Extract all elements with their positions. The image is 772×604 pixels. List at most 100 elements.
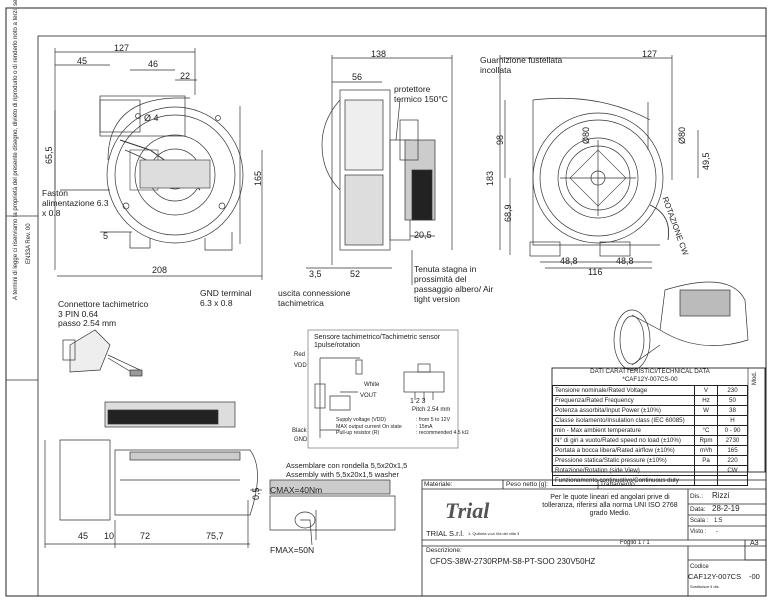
tech-table-title: DATI CARATTERISTICI/TECHNICAL DATA <box>590 368 710 375</box>
rear-view-drawing <box>499 55 699 269</box>
cmax-label: CMAX=40Nm <box>270 485 323 495</box>
tech-row-value: 38 <box>717 405 748 416</box>
tech-row-value: H <box>717 415 748 426</box>
connector-title: Connettore tachimetrico <box>58 299 149 309</box>
tech-row-unit: V <box>694 385 718 396</box>
dim-rear-d80a: Ø80 <box>581 126 591 144</box>
fmax-label: FMAX=50N <box>270 545 315 555</box>
tach-connector-drawing <box>62 329 143 377</box>
dim-bottom-10: 10 <box>104 531 115 541</box>
company-name: TRIAL S.r.l. <box>426 529 465 538</box>
dim-front-45: 45 <box>77 56 88 66</box>
dim-rear-d80b: Ø80 <box>677 126 687 144</box>
code-value: CAF12Y-007CS <box>688 572 742 581</box>
sensor-subtitle: 1pulse/rotation <box>314 342 360 349</box>
description-label: Descrizione: <box>426 547 462 554</box>
tech-row-label: Classe isolamento/Insulation class (IEC … <box>552 415 695 426</box>
dim-front-46: 46 <box>148 59 159 69</box>
tech-row-label: Rotazione/Rotation (side View) <box>552 465 695 476</box>
assembly-drawing <box>44 401 262 548</box>
dim-front-5: 5 <box>103 231 109 241</box>
dim-front-127: 127 <box>114 43 130 53</box>
dim-side-56: 56 <box>352 72 363 82</box>
treatment-label: Trattamento: <box>600 481 637 488</box>
tech-row-unit: Hz <box>694 395 718 406</box>
washer-note-en: Assembly with 5,5x20x1,5 washer <box>286 470 399 479</box>
tech-row-value: 220 <box>717 455 748 466</box>
tach-cable-label: uscita connessione tachimetrica <box>278 288 351 308</box>
sheet-format: A3 <box>750 540 759 547</box>
tech-table-row: Rotazione/Rotation (side View) CW <box>552 465 748 476</box>
wire-white: White <box>364 382 380 388</box>
front-view-drawing <box>54 48 263 280</box>
revision-value: -00 <box>749 572 760 581</box>
sensor-pitch: Pitch 2.54 mm <box>412 407 451 413</box>
dim-front-208: 208 <box>152 265 168 275</box>
tech-row-label: Portata a bocca libera/Rated airflow (±1… <box>552 445 695 456</box>
sensor-title: Sensore tachimetrico/Tachimetric sensor <box>314 334 441 341</box>
date-label: Data: <box>690 506 706 513</box>
tech-table-row: Portata a bocca libera/Rated airflow (±1… <box>552 445 748 456</box>
dim-side-138: 138 <box>371 49 387 59</box>
tech-row-value <box>717 475 748 486</box>
sensor-specs: Supply voltage (VDD): from 5 to 12V MAX … <box>336 417 469 437</box>
dim-rear-68-9: 68,9 <box>503 204 513 222</box>
faston-label: Faston alimentazione 6.3 x 0.8 <box>42 188 109 218</box>
dim-front-65-5: 65,5 <box>44 146 54 164</box>
tech-row-unit: °C <box>694 425 718 436</box>
dim-rear-49-5: 49,5 <box>701 152 711 170</box>
tech-row-label: Frequenza/Rated Frequency <box>552 395 695 406</box>
tech-table-row: Funzionamento continuativo/Continuous du… <box>552 475 748 486</box>
spec-row: MAX output current On state: 15mA <box>336 423 433 430</box>
dim-rear-48-8a: 48,8 <box>560 256 578 266</box>
tech-row-unit <box>694 475 718 486</box>
washer-note-it: Assemblare con rondella 5,5x20x1,5 <box>286 461 408 470</box>
dim-rear-127: 127 <box>642 49 658 59</box>
dim-bottom-72: 72 <box>140 531 151 541</box>
company-address: 1, Quitoria v.ca Via del villa 3 <box>468 531 520 536</box>
tolerance-note: Per le quote lineari ed angolari prive d… <box>542 494 678 517</box>
sensor-box-drawing <box>307 329 459 449</box>
trial-logo: Trial <box>445 498 490 523</box>
dis-label: Dis.: <box>690 493 703 500</box>
tech-table-mod: Mod. <box>752 371 758 385</box>
spec-row: Supply voltage (VDD): from 5 to 12V <box>336 417 451 423</box>
sensor-pins: 1 2 3 <box>410 398 426 405</box>
dim-front-165: 165 <box>253 170 263 186</box>
visto-value: - <box>716 529 718 535</box>
description-value: CFOS-38W-2730RPM-S8-PT-SOO 230V50HZ <box>430 557 596 566</box>
tech-row-unit: Pa <box>694 455 718 466</box>
side-view-drawing <box>306 55 453 285</box>
code-label: Codice <box>690 564 709 570</box>
tech-row-label: Pressione statica/Static pressure (±10%) <box>552 455 695 466</box>
dim-rear-116: 116 <box>588 267 603 277</box>
wire-black: Black <box>292 428 307 434</box>
weight-label: Peso netto [g]: <box>506 481 548 488</box>
connector-pitch: passo 2.54 mm <box>58 318 117 328</box>
tech-row-unit: W <box>694 405 718 416</box>
tech-row-label: N° di giri a vuoto/Rated speed no load (… <box>552 435 695 446</box>
gasket-label: Guarnizione fustellata incollata <box>480 55 563 75</box>
dis-value: Rizzi <box>712 491 730 500</box>
tech-row-label: Potenza assorbita/Input Power (±10%) <box>552 405 695 416</box>
tech-row-value: 50 <box>717 395 748 406</box>
tech-table-code: *CAF12Y-007CS-00 <box>622 376 678 383</box>
tech-row-value: CW <box>717 465 748 476</box>
scale-label: Scala : <box>690 518 709 524</box>
thermal-protector-label: protettore termico 150°C <box>394 84 448 104</box>
wire-red: Red <box>294 352 306 358</box>
legal-note: A termini di legge ci riserviamo la prop… <box>13 0 19 300</box>
tech-row-value: 0 - 90 <box>717 425 748 436</box>
tech-row-value: 2730 <box>717 435 748 446</box>
tech-row-label: Tensione nominale/Rated Voltage <box>552 385 695 396</box>
tech-row-unit: Rpm <box>694 435 718 446</box>
air-tight-label: Tenuta stagna in prossimità del passaggi… <box>414 264 494 304</box>
tech-row-unit <box>694 465 718 476</box>
